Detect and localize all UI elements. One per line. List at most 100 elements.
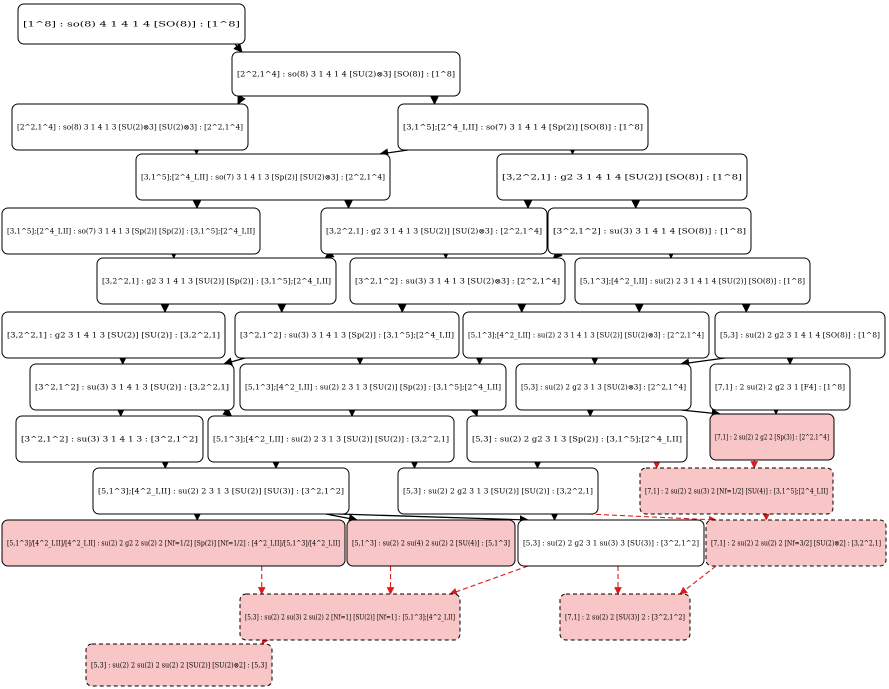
node-n27: [7,1] : 2 su(2) 2 su(3) 2 [Nf=1/2] [SU(4… [639, 467, 834, 515]
node-box [11, 103, 249, 151]
node-label: [3^2,1^2] : su(3) 3 1 4 1 4 [SO(8)] : [1… [553, 227, 746, 236]
node-label: [3,1^5];[2^4_I,II] : so(7) 3 1 4 1 3 [Sp… [7, 227, 255, 236]
node-box [709, 413, 835, 461]
node-n12: [5,1^3];[4^2_I,II] : su(2) 2 3 1 4 1 4 [… [574, 257, 811, 305]
edges-layer [116, 42, 795, 645]
edge-n02-n03 [237, 94, 246, 105]
edge-n18-n23 [470, 406, 479, 417]
node-label: [5,1^3]/[4^2_I,II]/[4^2_I,II] : su(2) 2 … [7, 539, 340, 548]
node-label: [5,1^3];[4^2_I,II] : su(2) 2 3 1 4 1 4 [… [580, 277, 805, 286]
node-box [17, 3, 246, 45]
node-n26: [5,3] : su(2) 2 g2 3 1 3 [SU(2)] [SU(2)]… [397, 467, 599, 515]
node-box [397, 467, 599, 515]
node-n08: [3,2^2,1] : g2 3 1 4 1 3 [SU(2)] [SU(2)⊗… [320, 207, 548, 255]
node-box [515, 363, 692, 411]
node-label: [3^2,1^2] : su(3) 3 1 4 1 3 [Sp(2)] : [3… [240, 331, 454, 340]
node-box [705, 519, 887, 567]
edge-n09-n11 [552, 249, 563, 259]
edge-n30-n32 [449, 565, 529, 596]
node-box [547, 207, 752, 255]
node-n31: [7,1] : 2 su(2) 2 su(2) 2 [Nf=3/2] [SU(2… [705, 519, 887, 567]
node-label: [7,1] : 2 su(2) 2 g2 2 [Sp(3)] : [2^2,1^… [715, 433, 829, 442]
node-box [29, 363, 235, 411]
node-box [517, 519, 705, 567]
node-box [1, 519, 346, 567]
node-n18: [5,1^3];[4^2_I,II] : su(2) 2 3 1 3 [SU(2… [239, 363, 507, 411]
node-label: [5,3] : su(2) 2 su(2) 2 su(2) 2 [SU(2)] … [91, 661, 267, 670]
node-label: [3,1^5];[2^4_I,II] : so(7) 3 1 4 1 4 [Sp… [403, 123, 643, 132]
node-label: [2^2,1^4] : so(8) 3 1 4 1 3 [SU(2)⊗3] [S… [17, 123, 243, 132]
node-label: [5,1^3];[4^2_I,II] : su(2) 2 3 1 4 1 3 [… [468, 331, 704, 340]
node-label: [5,3] : su(2) 2 g2 3 1 3 [SU(2)] [SU(2)]… [403, 487, 593, 496]
node-label: [5,3] : su(2) 2 g2 3 1 4 1 4 [SO(8)] : [… [720, 331, 880, 340]
node-box [346, 519, 516, 567]
node-n24: [7,1] : 2 su(2) 2 g2 2 [Sp(3)] : [2^2,1^… [709, 413, 835, 461]
node-label: [3,2^2,1] : g2 3 1 4 1 3 [SU(2)] [SU(2)]… [7, 331, 220, 340]
edge-n26-n31 [587, 513, 717, 524]
edge-n25-n30 [338, 513, 529, 525]
node-box [234, 311, 460, 359]
node-label: [7,1] : 2 su(2) 2 su(2) 2 [Nf=3/2] [SU(2… [711, 539, 881, 548]
node-label: [5,3] : su(2) 2 g2 3 1 3 [SU(2)⊗3] : [2^… [521, 383, 686, 392]
node-box [496, 153, 748, 201]
node-label: [5,3] : su(2) 2 g2 3 1 su(3) 3 [SU(3)] :… [523, 539, 699, 548]
nodes-layer: [1^8] : so(8) 4 1 4 1 4 [SO(8)] : [1^8] [… [1, 3, 887, 687]
node-n13: [3,2^2,1] : g2 3 1 4 1 3 [SU(2)] [SU(2)]… [1, 311, 226, 359]
node-box [709, 363, 851, 411]
edge-n32-n34 [261, 636, 269, 645]
node-box [92, 467, 350, 515]
node-label: [5,3] : su(2) 2 su(3) 2 su(2) 2 [Nf=1] [… [245, 613, 455, 622]
node-label: [7,1] : 2 su(2) 2 su(3) 2 [Nf=1/2] [SU(4… [645, 487, 828, 496]
node-n10: [3,2^2,1] : g2 3 1 4 1 3 [SU(2)] [Sp(2)]… [96, 257, 337, 305]
node-n04: [3,1^5];[2^4_I,II] : so(7) 3 1 4 1 4 [Sp… [397, 103, 649, 151]
node-label: [3,2^2,1] : g2 3 1 4 1 3 [SU(2)] [Sp(2)]… [102, 277, 331, 286]
node-box [135, 153, 391, 201]
node-label: [5,3] : su(2) 2 g2 3 1 3 [Sp(2)] : [3,1^… [472, 435, 682, 444]
edge-n16-n19 [680, 357, 726, 368]
node-box [559, 593, 691, 641]
node-box [349, 257, 566, 305]
node-n29: [5,1^3] : su(2) 2 su(4) 2 su(2) 2 [SU(4)… [346, 519, 516, 567]
node-n05: [3,1^5];[2^4_I,II] : so(7) 3 1 4 1 3 [Sp… [135, 153, 391, 201]
node-label: [5,1^3];[4^2_I,II] : su(2) 2 3 1 3 [SU(2… [98, 487, 344, 496]
node-n23: [5,3] : su(2) 2 g2 3 1 3 [Sp(2)] : [3,1^… [466, 415, 688, 463]
node-box [397, 103, 649, 151]
node-n03: [2^2,1^4] : so(8) 3 1 4 1 3 [SU(2)⊗3] [S… [11, 103, 249, 151]
node-label: [3^2,1^2] : su(3) 3 1 4 1 3 [SU(2)] : [3… [35, 383, 229, 392]
node-label: [3,1^5];[2^4_I,II] : so(7) 3 1 4 1 3 [Sp… [141, 173, 385, 182]
edge-n31-n33 [679, 565, 717, 595]
edge-n17-n22 [222, 407, 233, 417]
edge-n14-n17 [223, 357, 246, 367]
edge-n01-n02 [233, 42, 243, 53]
node-box [714, 311, 886, 359]
node-label: [7,1] : 2 su(2) 2 g2 3 1 [F4] : [1^8] [715, 383, 845, 392]
node-box [1, 207, 261, 255]
node-n20: [7,1] : 2 su(2) 2 g2 3 1 [F4] : [1^8] [709, 363, 851, 411]
node-n02: [2^2,1^4] : so(8) 3 1 4 1 4 [SU(2)⊗3] [S… [231, 51, 461, 97]
node-n22: [5,1^3];[4^2_I,II] : su(2) 2 3 1 3 [SU(2… [207, 415, 455, 463]
node-label: [3,2^2,1] : g2 3 1 4 1 4 [SU(2)] [SO(8)]… [502, 173, 742, 182]
node-box [207, 415, 455, 463]
node-n01: [1^8] : so(8) 4 1 4 1 4 [SO(8)] : [1^8] [17, 3, 246, 45]
node-label: [5,1^3];[4^2_I,II] : su(2) 2 3 1 3 [SU(2… [213, 435, 449, 444]
node-n14: [3^2,1^2] : su(3) 3 1 4 1 3 [Sp(2)] : [3… [234, 311, 460, 359]
edge-n04-n05 [379, 148, 409, 158]
node-n19: [5,3] : su(2) 2 g2 3 1 3 [SU(2)⊗3] : [2^… [515, 363, 692, 411]
node-label: [7,1] : 2 su(2) 2 [SU(3)] 2 : [3^2,1^2] [565, 613, 685, 622]
node-box [462, 311, 710, 359]
node-label: [5,1^3];[4^2_I,II] : su(2) 2 3 1 3 [SU(2… [245, 383, 501, 392]
node-label: [3^2,1^2] : su(3) 3 1 4 1 3 [SU(2)⊗3] : … [355, 277, 560, 286]
node-label: [3,2^2,1] : g2 3 1 4 1 3 [SU(2)] [SU(2)⊗… [326, 227, 542, 236]
node-n34: [5,3] : su(2) 2 su(2) 2 su(2) 2 [SU(2)] … [85, 643, 273, 687]
node-n21: [3^2,1^2] : su(3) 3 1 4 1 3 : [3^2,1^2] [15, 415, 204, 463]
node-n17: [3^2,1^2] : su(3) 3 1 4 1 3 [SU(2)] : [3… [29, 363, 235, 411]
node-label: [1^8] : so(8) 4 1 4 1 4 [SO(8)] : [1^8] [23, 20, 240, 29]
node-box [320, 207, 548, 255]
node-n30: [5,3] : su(2) 2 g2 3 1 su(3) 3 [SU(3)] :… [517, 519, 705, 567]
node-n11: [3^2,1^2] : su(3) 3 1 4 1 3 [SU(2)⊗3] : … [349, 257, 566, 305]
node-box [1, 311, 226, 359]
edge-n19-n24 [680, 408, 721, 418]
node-n07: [3,1^5];[2^4_I,II] : so(7) 3 1 4 1 3 [Sp… [1, 207, 261, 255]
node-box [96, 257, 337, 305]
